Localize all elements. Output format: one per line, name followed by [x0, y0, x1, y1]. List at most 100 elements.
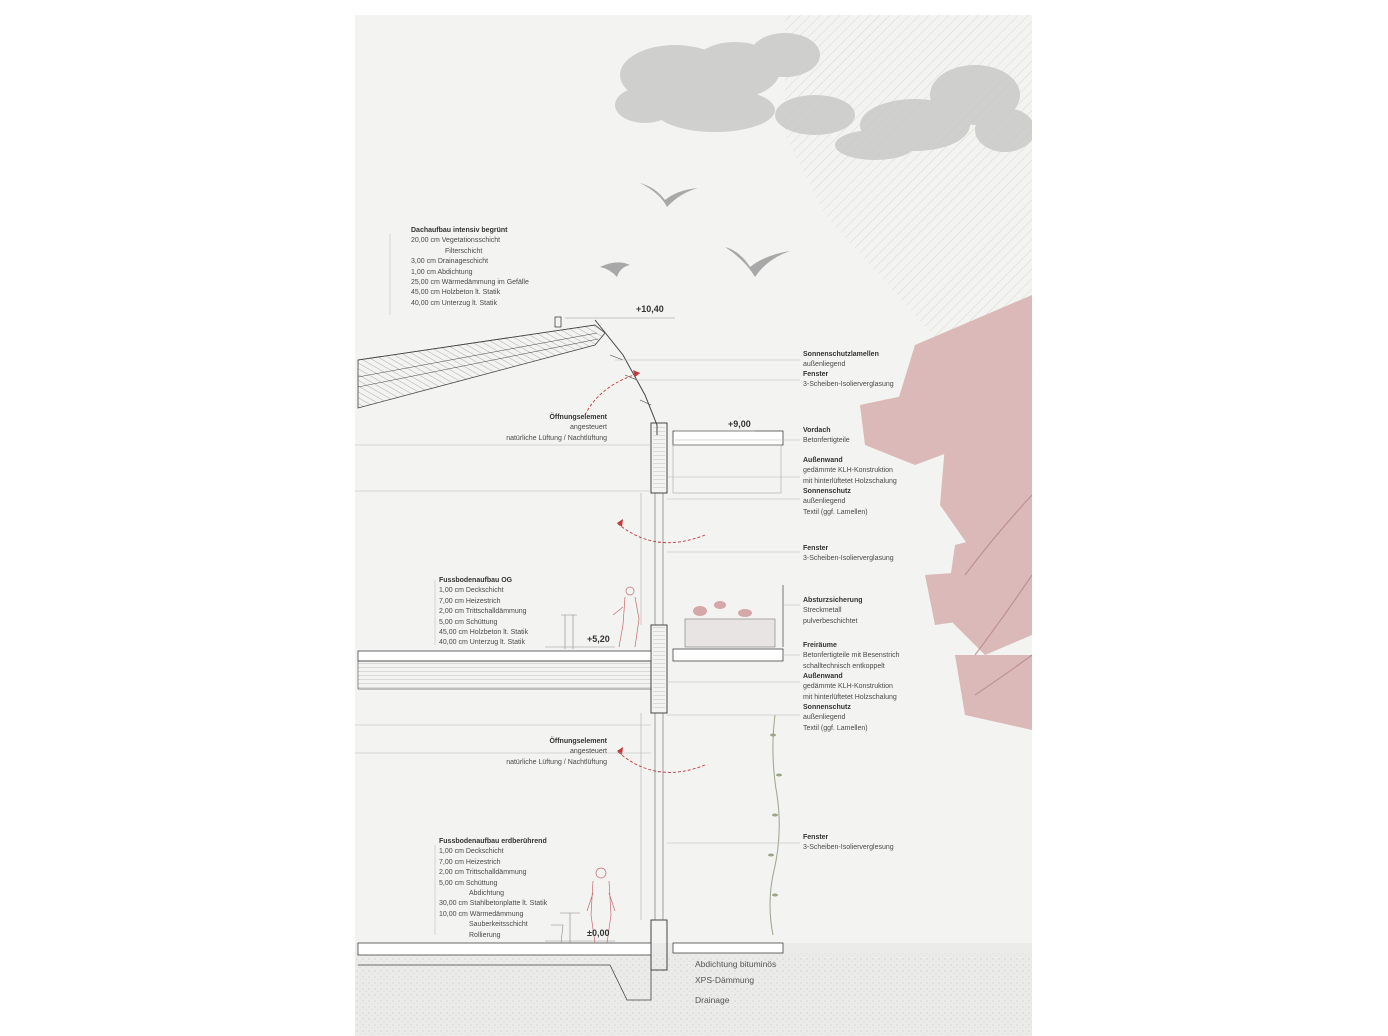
label-title: Sonnenschutz — [803, 488, 851, 495]
floor-ground-row: 5,00 cm Schüttung — [439, 879, 498, 887]
label-title: Vordach — [803, 427, 831, 434]
label-wall-lower: Außenwand gedämmte KLH-Konstruktion mit … — [803, 672, 897, 703]
label-title: Fenster — [803, 371, 829, 378]
label-line: außenliegend — [803, 714, 846, 722]
section-drawing — [355, 15, 1032, 1036]
label-line: Betonfertigteile — [803, 437, 850, 445]
floor-og-row: 1,00 cm Deckschicht — [439, 587, 504, 595]
floor-og-row: 5,00 cm Schüttung — [439, 618, 498, 626]
bird-shape — [725, 247, 790, 277]
airflow-arrowhead — [617, 370, 640, 755]
roof-buildup-row: 25,00 cm Wärmedämmung im Gefälle — [411, 279, 529, 287]
elevation-roof: +10,40 — [636, 304, 664, 314]
cloud-shape — [615, 33, 1032, 160]
tree-branches — [964, 494, 1032, 696]
floor-ground-row: 2,00 cm Trittschalldämmung — [439, 869, 527, 877]
label-line: außenliegend — [803, 498, 846, 506]
roof-buildup-title: Dachaufbau intensiv begrünt — [411, 227, 508, 234]
floor-ground-row: 10,00 cm Wärmedämmung — [439, 910, 524, 918]
opening-lower-label: Öffnungselement angesteuert natürliche L… — [506, 737, 607, 768]
floor-og-row: 45,00 cm Holzbeton lt. Statik — [439, 629, 529, 637]
label-shade-upper: Sonnenschutz außenliegend Textil (ggf. L… — [803, 487, 868, 518]
label-line: Betonfertigteile mit Besenstrich — [803, 652, 900, 660]
tree-foliage — [860, 295, 1032, 730]
label-title: Fenster — [803, 834, 829, 841]
opening-lower-title: Öffnungselement — [549, 738, 607, 745]
canopy-slab — [672, 430, 784, 446]
floor-ground-row: 1,00 cm Deckschicht — [439, 848, 504, 856]
label-line: außenliegend — [803, 361, 846, 369]
floor-og-title: Fussbodenaufbau OG — [439, 577, 513, 584]
label-line: schalltechnisch entkoppelt — [803, 662, 885, 670]
bird-shape — [600, 262, 630, 277]
label-line: Streckmetall — [803, 607, 842, 615]
floor-og-row: 40,00 cm Unterzug lt. Statik — [439, 639, 525, 647]
elevation-og: +5,20 — [587, 634, 610, 644]
floor-ground-row: 7,00 cm Heizestrich — [439, 858, 501, 866]
label-line: gedämmte KLH-Konstruktion — [803, 467, 893, 475]
label-line: Textil (ggf. Lamellen) — [803, 508, 868, 516]
label-line: 3-Scheiben-Isolierverglasung — [803, 381, 894, 389]
label-window-top: Fenster 3-Scheiben-Isolierverglasung — [803, 370, 894, 391]
elevation-canopy: +9,00 — [728, 419, 751, 429]
label-shade-lower: Sonnenschutz außenliegend Textil (ggf. L… — [803, 703, 868, 734]
label-title: Freiräume — [803, 642, 837, 649]
opening-upper-label: Öffnungselement angesteuert natürliche L… — [506, 413, 607, 444]
floor-og-row: 7,00 cm Heizestrich — [439, 597, 501, 605]
label-window-og: Fenster 3-Scheiben-Isolierverglasung — [803, 544, 894, 565]
ground-slab — [357, 942, 652, 956]
leader-lines — [355, 234, 800, 935]
terrace-ground — [672, 942, 784, 954]
label-foundation-drain: Drainage — [695, 995, 730, 1005]
label-wall-upper: Außenwand gedämmte KLH-Konstruktion mit … — [803, 456, 897, 487]
roof-buildup-row: 3,00 cm Drainageschicht — [411, 258, 489, 266]
label-line: 3-Scheiben-Isolierverglasung — [803, 555, 894, 563]
label-canopy: Vordach Betonfertigteile — [803, 426, 850, 447]
floor-ground-row: Sauberkeitsschicht — [469, 921, 528, 929]
opening-lower-line: angesteuert — [570, 748, 607, 756]
floor-ground-row: 30,00 cm Stahlbetonplatte lt. Statik — [439, 900, 548, 908]
label-line: Textil (ggf. Lamellen) — [803, 724, 868, 732]
facade-upper — [650, 422, 668, 494]
label-line: 3-Scheiben-Isolierverglesung — [803, 844, 894, 852]
planter — [684, 618, 776, 648]
roof-buildup-row: 45,00 cm Holzbeton lt. Statik — [411, 289, 501, 297]
label-title: Sonnenschutzlamellen — [803, 351, 879, 358]
label-foundation-xps: XPS-Dämmung — [695, 975, 755, 985]
plant — [693, 601, 752, 617]
label-line: gedämmte KLH-Konstruktion — [803, 683, 893, 691]
section-sheet: Dachaufbau intensiv begrünt 20,00 cm Veg… — [355, 15, 1032, 1036]
label-window-eg: Fenster 3-Scheiben-Isolierverglesung — [803, 833, 894, 854]
label-railing: Absturzsicherung Streckmetall pulverbesc… — [803, 596, 863, 627]
label-title: Außenwand — [803, 457, 843, 464]
og-slab — [357, 650, 652, 662]
person-sketch — [586, 586, 640, 944]
elevation-ground: ±0,00 — [587, 928, 610, 938]
floor-ground-title: Fussbodenaufbau erdberührend — [439, 838, 547, 845]
label-title: Absturzsicherung — [803, 597, 863, 604]
floor-ground-row: Abdichtung — [469, 890, 505, 898]
roof-slab — [357, 324, 606, 409]
label-line: mit hinterlüftetet Holzschalung — [803, 477, 897, 485]
label-line: pulverbeschichtet — [803, 617, 858, 625]
airflow-arrow — [584, 372, 706, 773]
roof-buildup-row: 1,00 cm Abdichtung — [411, 268, 473, 276]
label-foundation-seal: Abdichtung bituminös — [695, 959, 777, 969]
label-sun-lamellae: Sonnenschutzlamellen außenliegend — [803, 350, 879, 371]
floor-ground-buildup: Fussbodenaufbau erdberührend 1,00 cm Dec… — [439, 837, 547, 941]
label-title: Sonnenschutz — [803, 704, 851, 711]
climbing-plant — [769, 714, 780, 936]
opening-upper-title: Öffnungselement — [549, 414, 607, 421]
roof-buildup-row: Filterschicht — [445, 247, 483, 255]
floor-og-row: 2,00 cm Trittschalldämmung — [439, 608, 527, 616]
roof-vent — [554, 316, 562, 328]
foundation — [358, 920, 652, 1001]
roof-buildup: Dachaufbau intensiv begrünt 20,00 cm Veg… — [411, 226, 529, 309]
roof-buildup-row: 40,00 cm Unterzug lt. Statik — [411, 299, 497, 307]
roof-buildup-row: 20,00 cm Vegetationsschicht — [411, 237, 501, 245]
label-title: Außenwand — [803, 673, 843, 680]
label-terrace: Freiräume Betonfertigteile mit Besenstri… — [803, 641, 900, 672]
bird-shape — [640, 183, 698, 207]
floor-ground-row: Rollierung — [469, 931, 501, 939]
terrace-slab — [672, 648, 784, 662]
